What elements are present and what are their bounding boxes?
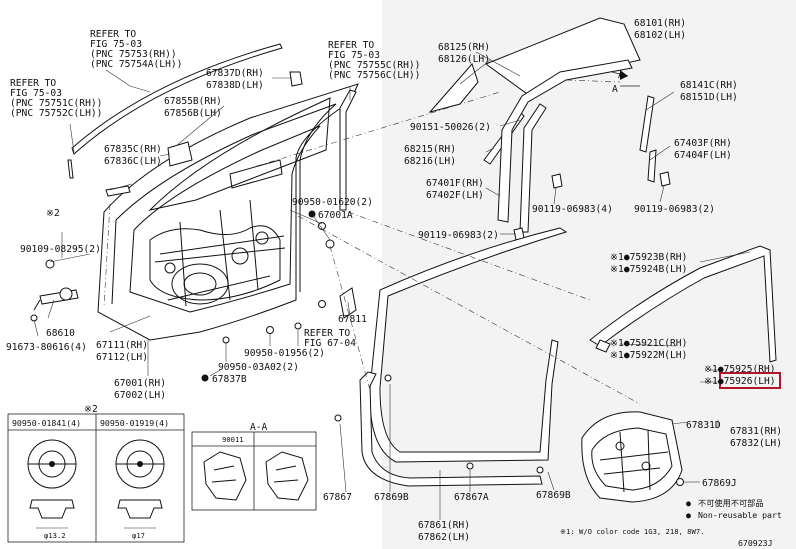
label-75922m: ※1●75922M(LH): [610, 350, 687, 361]
label-67869b-2: 67869B: [536, 490, 571, 501]
inset-aa-title: A-A: [250, 422, 268, 433]
label-67856b: 67856B(LH): [164, 108, 222, 119]
nonreusable-dot-67837b: [201, 374, 209, 382]
label-90119-a: 90119-06983(4): [532, 204, 613, 215]
refer-lower-line1: REFER TO: [304, 328, 350, 339]
label-67112: 67112(LH): [96, 352, 148, 363]
label-67869j: 67869J: [702, 478, 737, 489]
leader-lines: [33, 51, 751, 520]
label-68141c: 68141C(RH): [680, 80, 738, 91]
label-67001a: 67001A: [318, 210, 353, 221]
refer-upper-line3: (PNC 75753(RH)): [90, 49, 177, 60]
label-75924b: ※1●75924B(LH): [610, 264, 687, 275]
label-67867: 67867: [323, 492, 352, 503]
label-67837d: 67837D(RH): [206, 68, 264, 79]
label-90109: 90109-08295(2): [20, 244, 101, 255]
refer-upper-line2: FIG 75-03: [90, 39, 142, 50]
inset-dim-17: φ17: [132, 531, 145, 540]
label-67835c: 67835C(RH): [104, 144, 162, 155]
inset-cell-90950-01841: 90950-01841(4): [12, 418, 81, 428]
inset-fasteners-title: ※2: [84, 404, 98, 415]
label-67403f: 67403F(RH): [674, 138, 732, 149]
refer-center-line1: REFER TO: [328, 40, 374, 51]
label-67855b: 67855B(RH): [164, 96, 222, 107]
inset-aa-tag: 90011: [222, 435, 244, 444]
label-67836c: 67836C(LH): [104, 156, 162, 167]
label-90119-c: 90119-06983(2): [418, 230, 499, 241]
label-91673: 91673-80616(4): [6, 342, 87, 353]
label-67862: 67862(LH): [418, 532, 470, 543]
refer-left-line3: (PNC 75751C(RH)): [10, 98, 102, 109]
left-labels: REFER TO FIG 75-03 (PNC 75753(RH)) (PNC …: [6, 29, 420, 401]
legend-text-1: 不可使用不可部品: [698, 498, 764, 508]
refer-center-line3: (PNC 75755C(RH)): [328, 60, 420, 71]
inset-dim-13-2: φ13.2: [44, 531, 66, 540]
label-68101: 68101(RH): [634, 18, 686, 29]
door-panel-drawing: [30, 43, 359, 344]
label-90950-03a02: 90950-03A02(2): [218, 362, 299, 373]
label-67001: 67001(RH): [114, 378, 166, 389]
label-75926: ※1●75926(LH): [704, 376, 776, 387]
inset-section-aa: A-A 90011: [191, 422, 317, 511]
legend-symbol-1: ●: [686, 498, 691, 508]
label-67402f: 67402F(LH): [426, 190, 484, 201]
label-68125: 68125(RH): [438, 42, 490, 53]
label-67111: 67111(RH): [96, 340, 148, 351]
inset-fasteners: ※2 90950-01841(4) 90950-01919(4) φ13.2 φ…: [7, 404, 185, 543]
label-68215: 68215(RH): [404, 144, 456, 155]
refer-left-line2: FIG 75-03: [10, 88, 62, 99]
refer-lower-line2: FIG 67-04: [304, 338, 356, 349]
right-labels: 68125(RH) 68126(LH) 68101(RH) 68102(LH) …: [323, 18, 782, 543]
refer-upper-line1: REFER TO: [90, 29, 136, 40]
label-67837b: 67837B: [212, 374, 247, 385]
label-75925: ※1●75925(RH): [704, 364, 776, 375]
refer-center-line4: (PNC 75756C(LH)): [328, 70, 420, 81]
label-67861: 67861(RH): [418, 520, 470, 531]
label-67832: 67832(LH): [730, 438, 782, 449]
label-68610: 68610: [46, 328, 75, 339]
legend-text-2: Non-reusable part: [698, 510, 782, 520]
legend-note: ※1: W/O color code 1G3, 218, 8W7.: [560, 527, 705, 536]
label-90119-b: 90119-06983(2): [634, 204, 715, 215]
label-67404f: 67404F(LH): [674, 150, 732, 161]
refer-left-line1: REFER TO: [10, 78, 56, 89]
glass-and-run-drawing: [334, 17, 777, 503]
arrow-label-a-1: A: [618, 70, 624, 81]
label-star2: ※2: [46, 208, 60, 219]
refer-center-line2: FIG 75-03: [328, 50, 380, 61]
refer-upper-line4: (PNC 75754A(LH)): [90, 59, 182, 70]
legend: ● 不可使用不可部品 ● Non-reusable part ※1: W/O c…: [560, 498, 782, 548]
figure-code: 670923J: [738, 538, 773, 548]
label-67831d: 67831D: [686, 420, 721, 431]
label-75921c: ※1●75921C(RH): [610, 338, 687, 349]
label-67401f: 67401F(RH): [426, 178, 484, 189]
highlight-box-75926: [719, 372, 781, 389]
label-68102: 68102(LH): [634, 30, 686, 41]
refer-left-line4: (PNC 75752C(LH)): [10, 108, 102, 119]
label-90950-01956: 90950-01956(2): [244, 348, 325, 359]
label-68151d: 68151D(LH): [680, 92, 738, 103]
center-lines: [103, 79, 641, 405]
arrow-label-a-2: A: [612, 84, 618, 95]
label-67002: 67002(LH): [114, 390, 166, 401]
label-68216: 68216(LH): [404, 156, 456, 167]
section-arrows: [611, 70, 640, 87]
label-90151: 90151-50026(2): [410, 122, 491, 133]
label-67867a: 67867A: [454, 492, 489, 503]
label-67838d: 67838D(LH): [206, 80, 264, 91]
label-67811: 67811: [338, 314, 367, 325]
label-90950-01620: 90950-01620(2): [292, 197, 373, 208]
label-67831: 67831(RH): [730, 426, 782, 437]
nonreusable-dot-67001a: [308, 210, 316, 218]
inset-cell-90950-01919: 90950-01919(4): [100, 418, 169, 428]
label-68126: 68126(LH): [438, 54, 490, 65]
legend-symbol-2: ●: [686, 510, 691, 520]
label-75923b: ※1●75923B(RH): [610, 252, 687, 263]
label-67869b: 67869B: [374, 492, 409, 503]
